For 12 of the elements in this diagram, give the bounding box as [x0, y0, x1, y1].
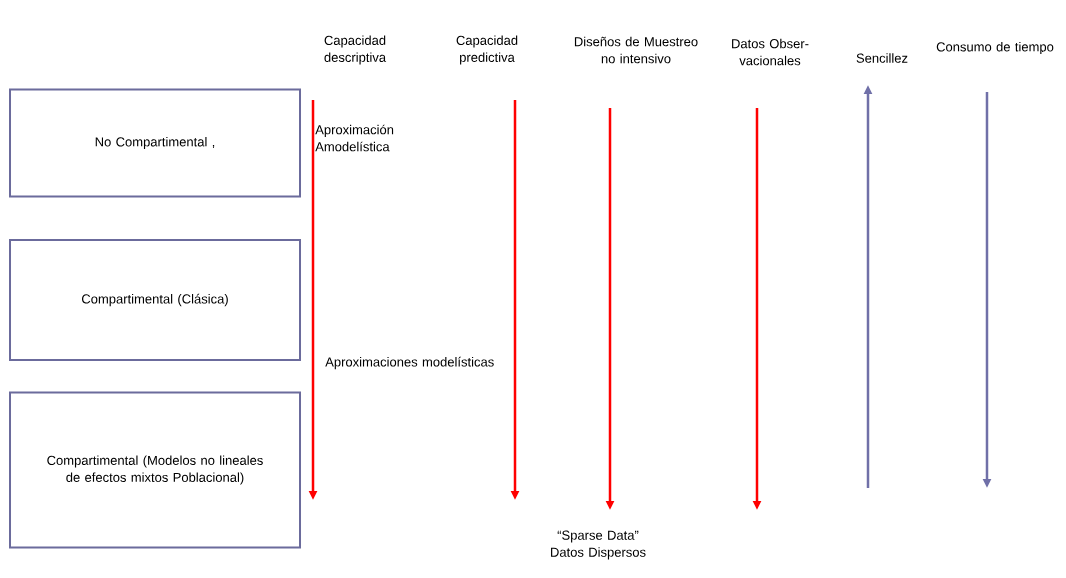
- header-label: Datos Obser- vacionales: [732, 38, 809, 66]
- header-label: “Sparse Data” Datos Dispersos: [551, 530, 646, 560]
- header-label: Capacidad descriptiva: [324, 35, 387, 65]
- header-label: Aproximaciones modelísticas: [325, 356, 494, 370]
- header-label: Diseños de Muestreo no intensivo: [574, 36, 698, 64]
- header-label: Aproximación Amodelística: [315, 124, 394, 152]
- method-box: No Compartimental ,: [9, 88, 301, 198]
- header-label: Consumo de tiempo: [936, 41, 1054, 55]
- header-label: Capacidad predictiva: [456, 35, 518, 65]
- header-label: Sencillez: [856, 53, 908, 63]
- method-box: Compartimental (Modelos no lineales de efectos mixtos Poblacional): [9, 391, 301, 549]
- method-box: Compartimental (Clásica): [9, 239, 301, 361]
